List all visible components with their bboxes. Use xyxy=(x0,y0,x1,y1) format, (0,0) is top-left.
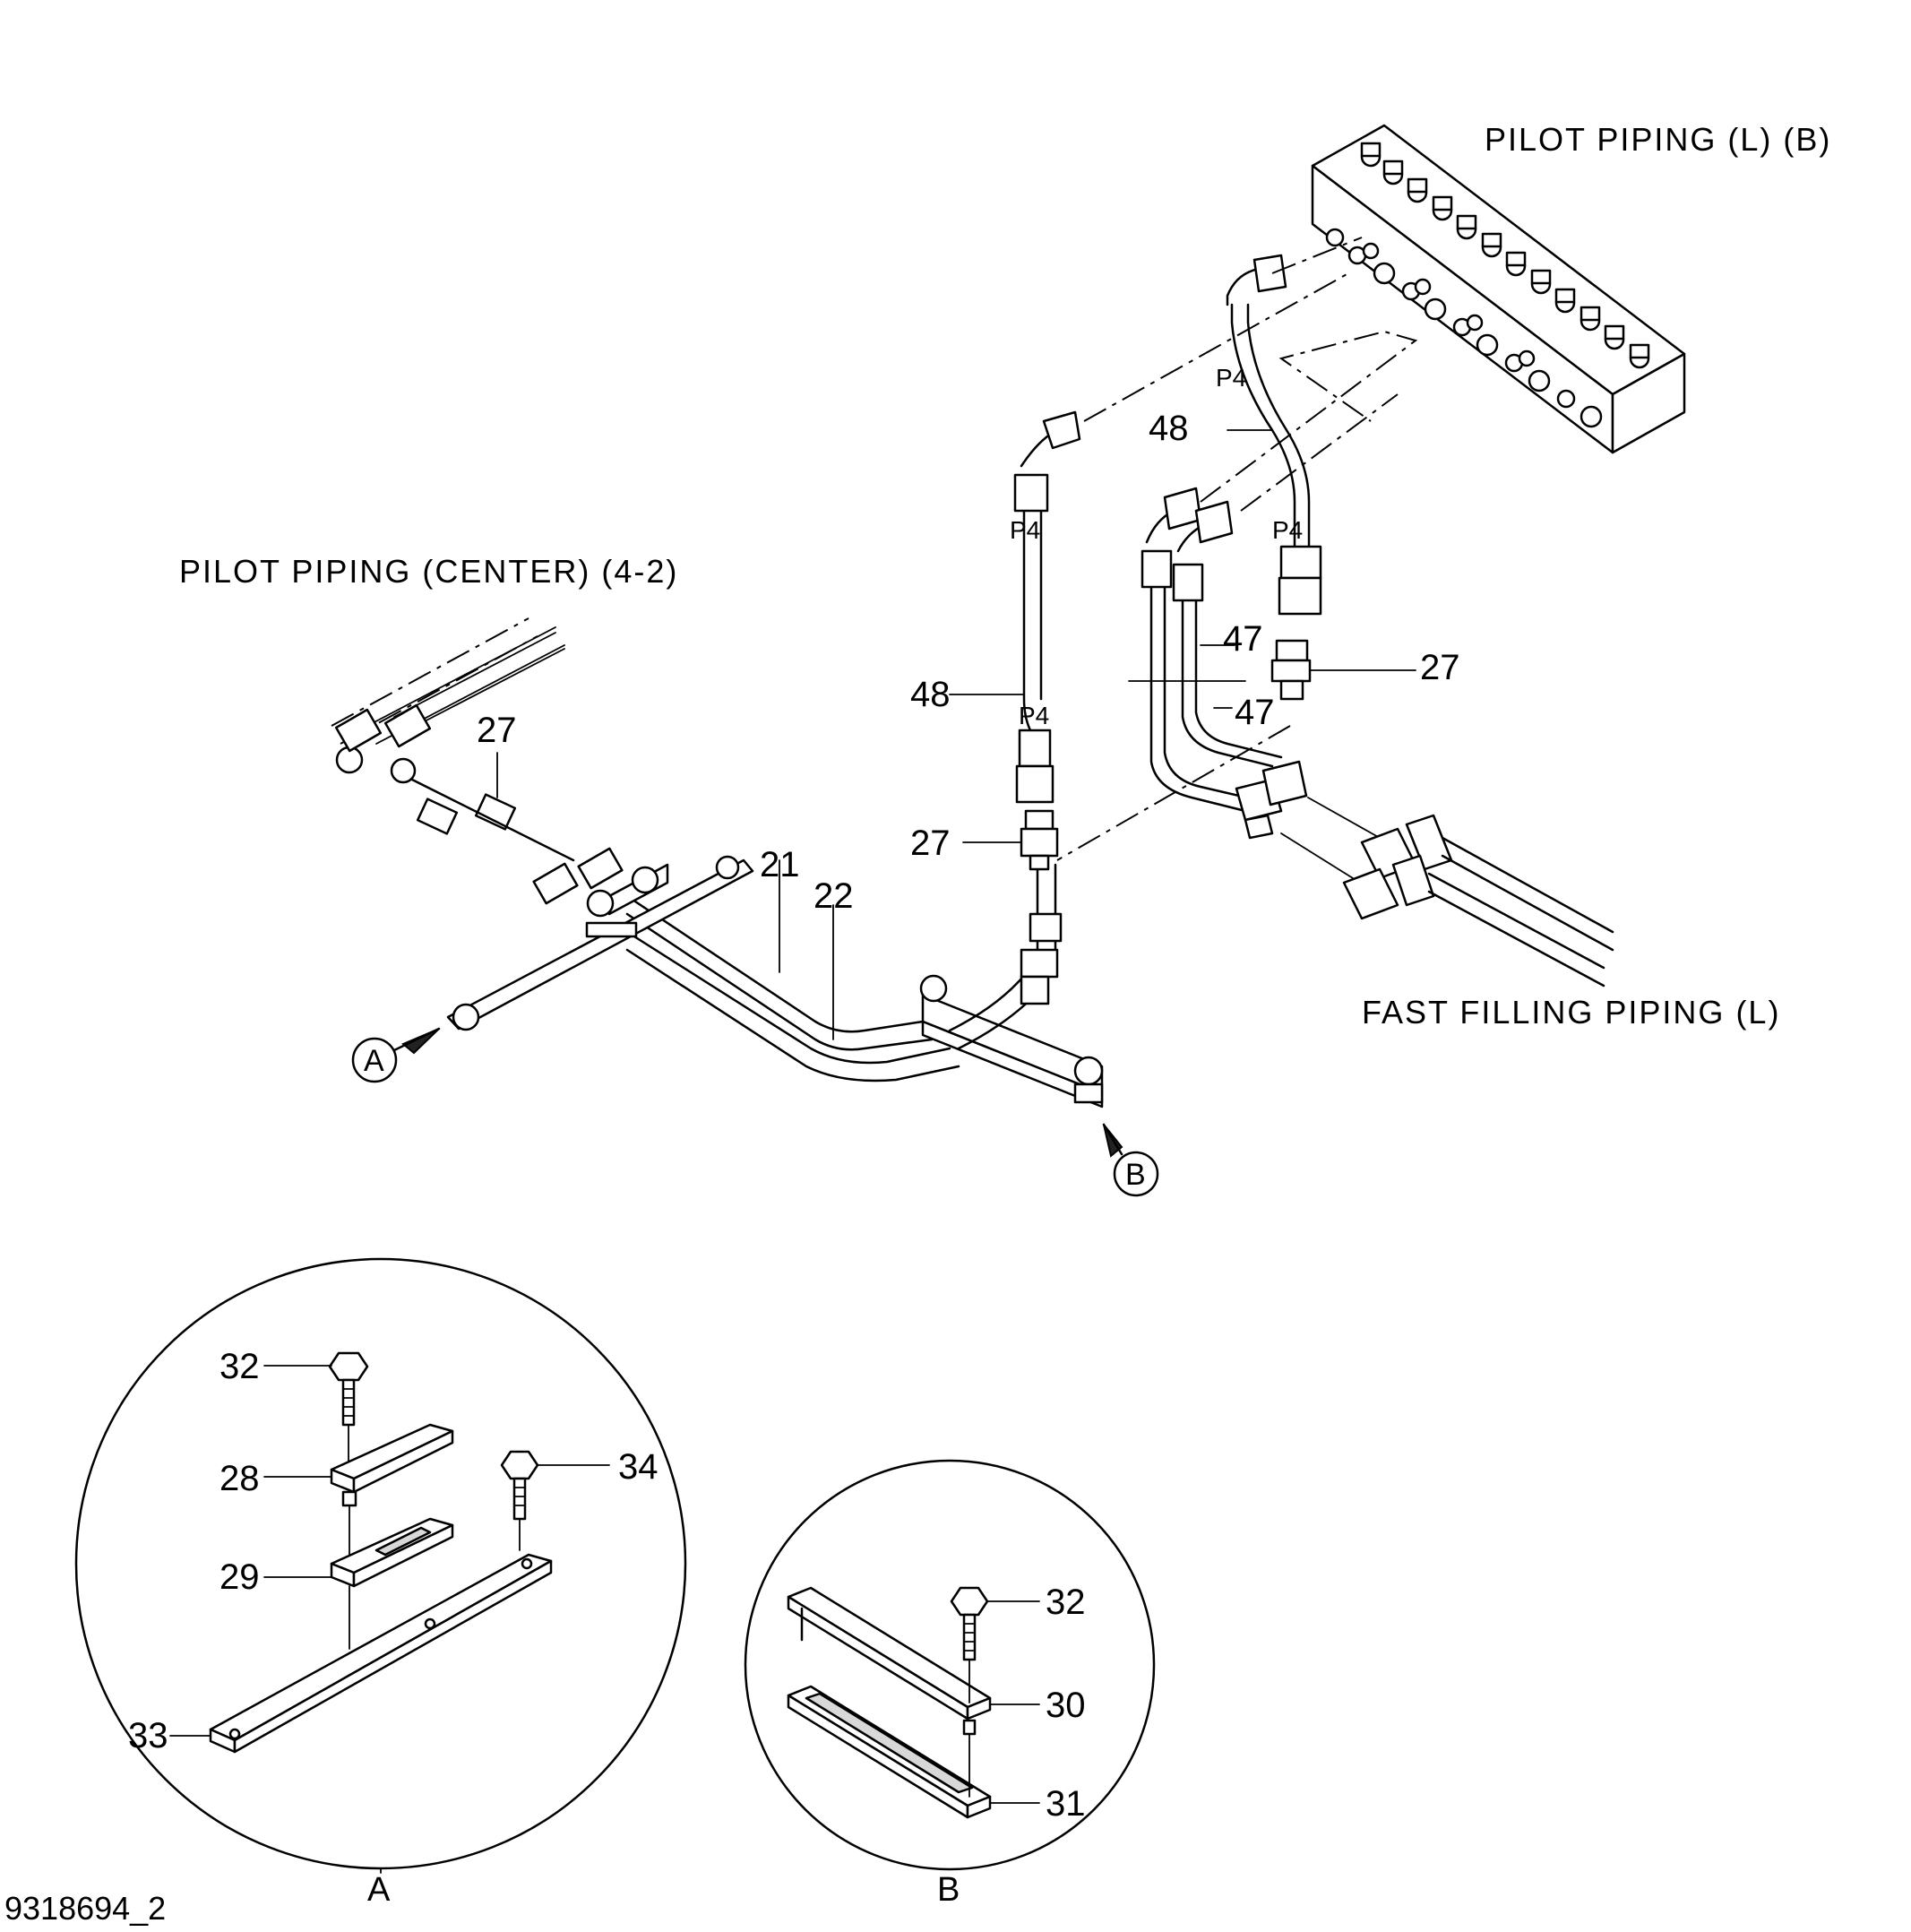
part-number-47-lower: 47 xyxy=(1235,693,1275,732)
fitting-27-right xyxy=(1056,639,1312,861)
part-number-32-b: 32 xyxy=(1046,1583,1086,1622)
part-number-27-mid: 27 xyxy=(910,824,951,863)
document-id: 9318694_2 xyxy=(4,1890,167,1927)
detail-b xyxy=(744,1459,1156,1871)
part-number-21: 21 xyxy=(760,845,800,884)
marker-a-label: A xyxy=(364,1044,384,1078)
center-piping-lines xyxy=(331,617,565,784)
part-number-48-lower: 48 xyxy=(910,675,951,714)
pipe-48-upper xyxy=(1013,272,1349,804)
leader-lines xyxy=(496,429,1416,1040)
title-pilot-piping-center: PILOT PIPING (CENTER) (4-2) xyxy=(179,553,679,590)
detail-a xyxy=(74,1257,687,1874)
title-pilot-piping-lb: PILOT PIPING (L) (B) xyxy=(1485,121,1832,158)
part-number-22: 22 xyxy=(813,876,854,916)
fittings-27-left xyxy=(410,778,575,862)
part-number-27-left: 27 xyxy=(477,711,517,750)
pipe-48-top xyxy=(1226,237,1363,616)
part-number-32-a: 32 xyxy=(220,1347,260,1386)
manifold-fittings-top xyxy=(1360,142,1650,369)
clamp-a-assembly xyxy=(446,847,754,1031)
port-mark-p4-2: P4 xyxy=(1010,516,1041,544)
part-number-31: 31 xyxy=(1046,1784,1086,1824)
clamp-b-assembly xyxy=(919,974,1104,1108)
fast-filling-piping xyxy=(1280,797,1614,988)
pipe-48-lower xyxy=(948,809,1063,1050)
marker-a-circle xyxy=(351,1037,398,1083)
part-number-30: 30 xyxy=(1046,1686,1086,1725)
detail-b-label: B xyxy=(937,1871,960,1909)
part-number-34: 34 xyxy=(618,1447,659,1487)
port-mark-p4-1: P4 xyxy=(1216,364,1247,392)
view-markers xyxy=(351,1027,1159,1197)
detail-a-label: A xyxy=(367,1871,391,1909)
part-number-28: 28 xyxy=(220,1459,260,1498)
part-number-29: 29 xyxy=(220,1557,260,1597)
part-number-27-right: 27 xyxy=(1420,648,1460,687)
marker-b-circle xyxy=(1113,1151,1159,1197)
part-number-47-upper: 47 xyxy=(1223,619,1263,659)
port-mark-p4-4: P4 xyxy=(1019,702,1050,729)
marker-b-label: B xyxy=(1125,1158,1146,1192)
pipes-47 xyxy=(1141,330,1418,840)
port-mark-p4-3: P4 xyxy=(1272,516,1304,544)
part-number-33: 33 xyxy=(128,1716,168,1755)
pilot-manifold-block xyxy=(1311,124,1686,454)
title-fast-filling-piping: FAST FILLING PIPING (L) xyxy=(1362,994,1781,1031)
manifold-fittings-front xyxy=(1325,228,1603,428)
pipes-21-22 xyxy=(625,894,960,1082)
part-number-48-upper: 48 xyxy=(1149,409,1189,448)
